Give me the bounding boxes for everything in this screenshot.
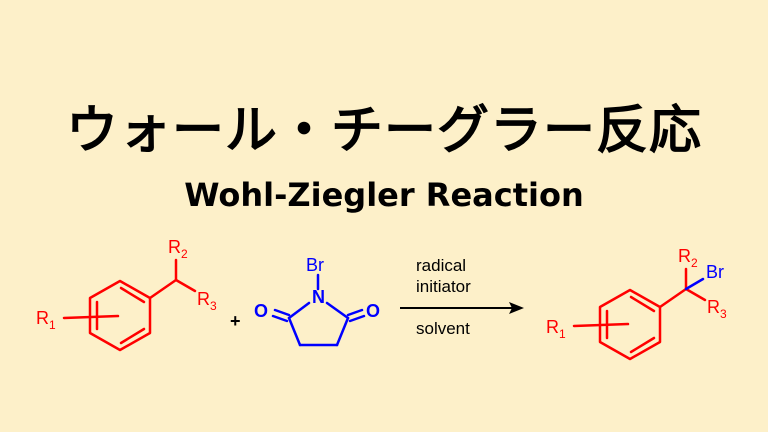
product-carbon-to-r3-bond: [684, 287, 707, 302]
nbs-right-carbonyl-1: [346, 308, 364, 317]
plus-sign: +: [230, 311, 241, 331]
product-labels: R2 R3 R1: [546, 246, 727, 341]
nbs-c-right-ring-bond: [335, 316, 350, 347]
product-r1-label: R1: [546, 317, 566, 341]
nbs-n-c-left-bond: [287, 301, 311, 320]
nbs-o-right-label: O: [366, 301, 380, 321]
reactant-molecule: [62, 258, 197, 352]
title-english: Wohl-Ziegler Reaction: [184, 176, 584, 214]
reactant-carbon-to-r3-bond: [174, 278, 197, 293]
product-carbon-to-br-bond: [684, 277, 705, 291]
nbs-labels: Br N O O: [254, 255, 380, 321]
nbs-n-c-right-bond: [325, 301, 350, 320]
condition-radical: radical: [416, 256, 466, 275]
nbs-molecule: [271, 273, 366, 347]
reaction-arrow: [400, 302, 524, 314]
product-double-bond-3: [629, 336, 656, 354]
product-ring-to-carbon-bond: [658, 287, 688, 309]
condition-initiator: initiator: [416, 277, 471, 296]
condition-solvent: solvent: [416, 319, 470, 338]
reactant-double-bond-3: [119, 327, 146, 345]
reactant-r1-label: R1: [36, 308, 56, 332]
nbs-o-left-label: O: [254, 301, 268, 321]
nbs-left-carbonyl-2: [271, 314, 289, 323]
nbs-left-carbonyl-1: [273, 308, 291, 317]
reactant-ring-to-carbon-bond: [148, 278, 178, 300]
product-double-bond-1: [629, 295, 656, 313]
product-molecule: [572, 267, 707, 361]
product-r1-bond: [572, 322, 630, 328]
reactant-labels: R2 R3 R1: [36, 237, 217, 332]
product-benzene-ring: [598, 288, 662, 361]
nbs-n-label: N: [312, 287, 325, 307]
nbs-br-label: Br: [306, 255, 324, 275]
product-br-label: Br: [706, 262, 724, 282]
title-japanese: ウォール・チーグラー反応: [65, 101, 702, 161]
product-r3-label: R3: [707, 297, 727, 321]
nbs-right-carbonyl-2: [348, 314, 366, 323]
nbs-c-left-ring-bond: [287, 316, 302, 347]
reactant-r3-label: R3: [197, 289, 217, 313]
reactant-double-bond-1: [119, 286, 146, 304]
reactant-r1-bond: [62, 314, 120, 320]
product-r2-label: R2: [678, 246, 698, 270]
reactant-r2-label: R2: [168, 237, 188, 261]
reactant-benzene-ring: [88, 279, 152, 352]
reaction-conditions: radical initiator solvent: [416, 256, 471, 338]
